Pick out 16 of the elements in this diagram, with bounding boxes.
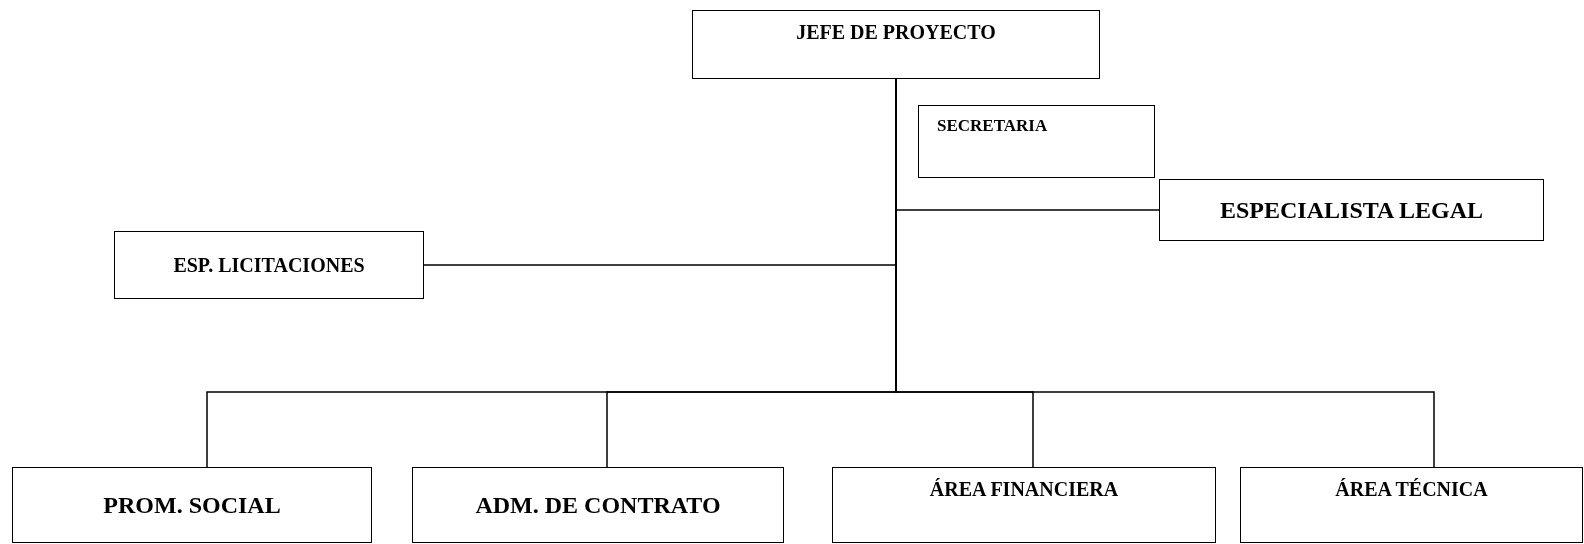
position-title: ÁREA FINANCIERA — [929, 478, 1119, 501]
position-box — [1159, 179, 1544, 241]
position-box — [1240, 467, 1583, 543]
position-title: ESPECIALISTA LEGAL — [1220, 196, 1483, 224]
position-box — [692, 10, 1100, 79]
position-box — [832, 467, 1216, 543]
position-title: ÁREA TÉCNICA — [1335, 478, 1488, 501]
position-box — [412, 467, 784, 543]
position-title: SECRETARIA — [937, 116, 1048, 136]
position-title: ESP. LICITACIONES — [173, 253, 365, 277]
position-title: ADM. DE CONTRATO — [475, 491, 721, 519]
position-box — [918, 105, 1155, 178]
position-title: PROM. SOCIAL — [103, 491, 281, 519]
position-box — [12, 467, 372, 543]
position-box — [114, 231, 424, 299]
position-title: JEFE DE PROYECTO — [796, 21, 996, 44]
